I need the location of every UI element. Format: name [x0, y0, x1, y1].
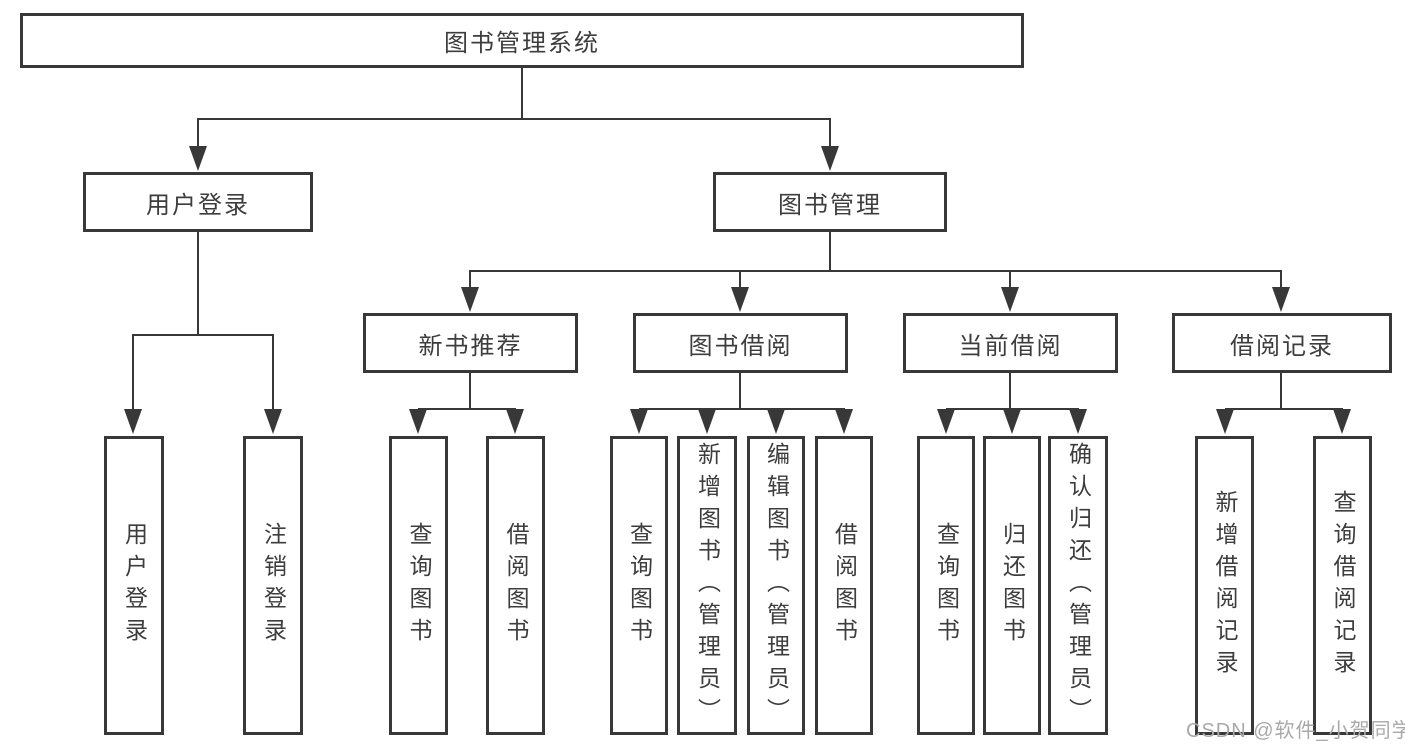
connector-line: [197, 118, 831, 120]
leaf-borrow-books-label: 借阅图书: [831, 521, 858, 650]
connector-line: [132, 334, 274, 336]
connector-line: [739, 270, 741, 290]
node-current-borrowing-label: 当前借阅: [958, 332, 1063, 360]
arrow-down-icon: [1216, 409, 1234, 434]
leaf-borrow-books: 借阅图书: [815, 436, 873, 735]
leaf-query-borrow-record: 查询借阅记录: [1313, 436, 1372, 735]
arrow-down-icon: [264, 409, 282, 434]
connector-line: [639, 408, 845, 410]
node-book-borrowing-label: 图书借阅: [688, 332, 793, 360]
arrow-down-icon: [821, 146, 839, 171]
connector-line: [470, 270, 1282, 272]
leaf-edit-books-admin-label: 编辑图书（管理员）: [763, 441, 790, 730]
node-book-management: 图书管理: [713, 172, 947, 232]
leaf-borrow-books-recommend: 借阅图书: [486, 436, 545, 735]
arrow-down-icon: [1003, 409, 1021, 434]
arrow-down-icon: [767, 409, 785, 434]
leaf-add-borrow-record-label: 新增借阅记录: [1212, 489, 1238, 682]
connector-line: [469, 373, 471, 408]
leaf-query-books-current: 查询图书: [917, 436, 975, 735]
arrow-down-icon: [409, 409, 427, 434]
connector-line: [1225, 408, 1343, 410]
connector-line: [132, 334, 134, 412]
connector-line: [739, 373, 741, 408]
node-root: 图书管理系统: [20, 13, 1024, 68]
leaf-user-login-label: 用户登录: [121, 521, 148, 650]
connector-line: [829, 232, 831, 270]
leaf-query-books-borrow-label: 查询图书: [626, 521, 653, 650]
node-book-management-label: 图书管理: [778, 191, 882, 219]
leaf-confirm-return-admin: 确认归还（管理员）: [1048, 436, 1108, 735]
leaf-query-books-recommend: 查询图书: [389, 436, 448, 735]
arrow-down-icon: [835, 409, 853, 434]
leaf-query-books-borrow: 查询图书: [610, 436, 668, 735]
connector-line: [829, 118, 831, 150]
arrow-down-icon: [937, 409, 955, 434]
node-book-borrowing: 图书借阅: [633, 313, 848, 373]
leaf-edit-books-admin: 编辑图书（管理员）: [747, 436, 805, 735]
leaf-logout: 注销登录: [243, 436, 303, 735]
arrow-down-icon: [731, 287, 749, 312]
arrow-down-icon: [1272, 287, 1290, 312]
node-current-borrowing: 当前借阅: [903, 313, 1118, 373]
leaf-return-books: 归还图书: [983, 436, 1041, 735]
node-user-login: 用户登录: [83, 172, 313, 232]
leaf-add-books-admin: 新增图书（管理员）: [677, 436, 737, 735]
arrow-down-icon: [1069, 409, 1087, 434]
leaf-query-books-current-label: 查询图书: [933, 521, 960, 650]
leaf-confirm-return-admin-label: 确认归还（管理员）: [1065, 441, 1092, 730]
connector-line: [1280, 270, 1282, 290]
leaf-add-books-admin-label: 新增图书（管理员）: [694, 441, 721, 730]
arrow-down-icon: [506, 409, 524, 434]
arrow-down-icon: [124, 409, 142, 434]
node-user-login-label: 用户登录: [146, 191, 250, 219]
node-root-label: 图书管理系统: [444, 30, 600, 57]
connector-line: [1280, 373, 1282, 408]
arrow-down-icon: [698, 409, 716, 434]
arrow-down-icon: [461, 287, 479, 312]
connector-line: [197, 118, 199, 150]
leaf-user-login: 用户登录: [104, 436, 164, 735]
leaf-logout-label: 注销登录: [260, 521, 287, 650]
connector-line: [272, 334, 274, 412]
connector-line: [1009, 373, 1011, 408]
csdn-watermark: CSDN @软件_小贺同学: [1186, 720, 1405, 742]
leaf-return-books-label: 归还图书: [999, 521, 1026, 650]
node-new-book-recommend: 新书推荐: [363, 313, 578, 373]
connector-line: [418, 408, 516, 410]
node-borrow-records-label: 借阅记录: [1230, 332, 1334, 360]
connector-line: [469, 270, 471, 290]
arrow-down-icon: [630, 409, 648, 434]
leaf-query-books-recommend-label: 查询图书: [406, 521, 432, 650]
arrow-down-icon: [189, 146, 207, 171]
connector-line: [197, 232, 199, 334]
node-borrow-records: 借阅记录: [1172, 313, 1392, 373]
connector-line: [1009, 270, 1011, 290]
leaf-borrow-books-recommend-label: 借阅图书: [503, 521, 529, 650]
arrow-down-icon: [1001, 287, 1019, 312]
leaf-add-borrow-record: 新增借阅记录: [1195, 436, 1254, 735]
node-new-book-recommend-label: 新书推荐: [418, 332, 523, 360]
connector-line: [521, 68, 523, 118]
leaf-query-borrow-record-label: 查询借阅记录: [1330, 489, 1356, 682]
arrow-down-icon: [1333, 409, 1351, 434]
